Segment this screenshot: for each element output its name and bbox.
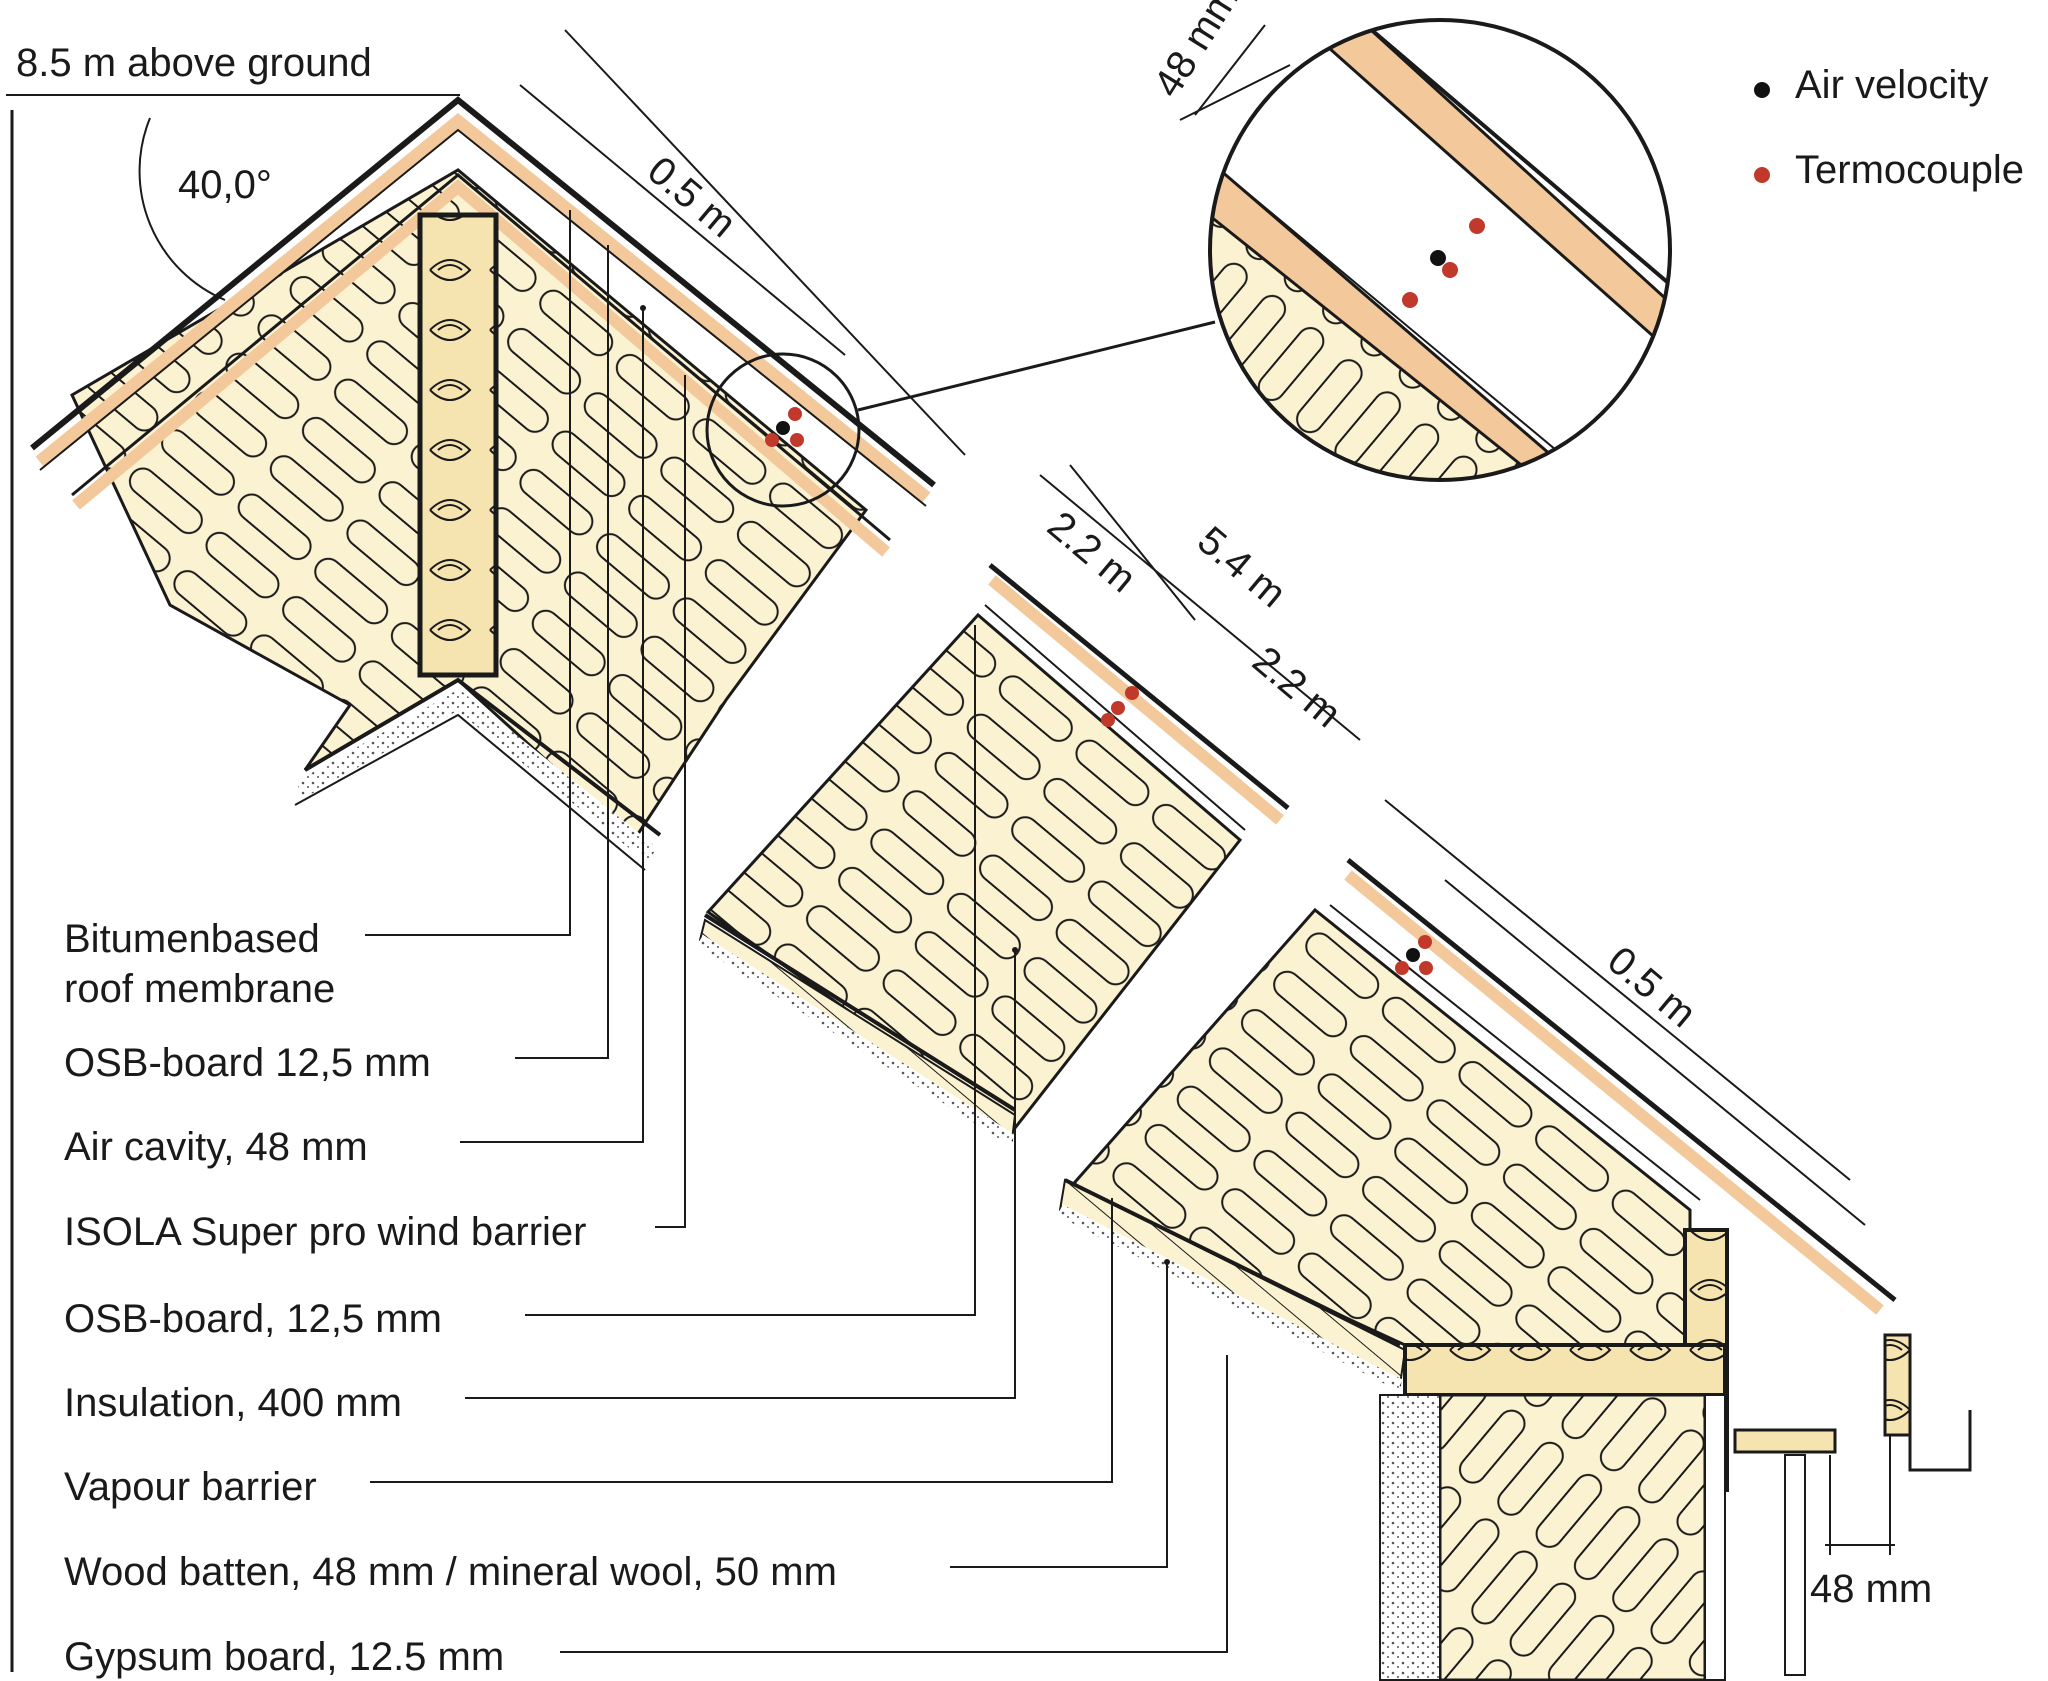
middle-osb-outer (988, 575, 1284, 825)
label-air-cavity: Air cavity, 48 mm (64, 1125, 368, 1169)
zoom-sensor-thermocouple (1469, 218, 1485, 234)
sensor-thermocouple (790, 433, 804, 447)
zoom-sensor-air-velocity (1430, 250, 1446, 266)
label-roof-membrane: Bitumenbased (64, 917, 320, 961)
layer-labels: Bitumenbased roof membrane OSB-board 12,… (64, 210, 1228, 1679)
angle-label: 40,0° (178, 163, 272, 207)
label-wood-batten: Wood batten, 48 mm / mineral wool, 50 mm (64, 1550, 837, 1594)
label-roof-membrane-2: roof membrane (64, 967, 335, 1011)
eave-rafter-tail (1883, 1333, 1912, 1437)
eave-osb-outer (1344, 870, 1884, 1315)
eave-gap-dimension: 48 mm (1810, 1567, 1932, 1611)
eave-insulation (1065, 907, 1692, 1347)
zoom-osb-lower (1210, 167, 1585, 480)
zoom-detail: 48 mm (1145, 0, 1672, 482)
ridge-roof-membrane (30, 96, 936, 488)
legend-air-velocity-dot (1754, 82, 1770, 98)
sensor-thermocouple (1125, 686, 1139, 700)
ridge-beam (417, 212, 499, 678)
zoom-gap-dimension: 48 mm (1145, 0, 1247, 105)
zoom-sensor-thermocouple (1402, 292, 1418, 308)
eave-section: 48 mm (1057, 858, 1972, 1681)
zoom-sensor-thermocouple (1442, 262, 1458, 278)
eave-top-plate (1403, 1343, 1727, 1397)
eave-fascia (1733, 1428, 1837, 1454)
angle-arc (138, 117, 226, 301)
height-note: 8.5 m above ground (16, 41, 372, 85)
sensor-thermocouple (1111, 701, 1125, 715)
ridge-osb-inner (72, 179, 890, 557)
ridge-wind-barrier (71, 173, 891, 542)
label-gypsum-board: Gypsum board, 12.5 mm (64, 1635, 504, 1679)
mid-right-dimension: 2.2 m (1244, 638, 1349, 736)
height-indicator: 8.5 m above ground 40,0° (6, 41, 460, 1672)
sensor-thermocouple (788, 407, 802, 421)
mid-total-dimension: 5.4 m (1189, 518, 1294, 616)
ridge-vapour-barrier (303, 677, 662, 837)
label-insulation: Insulation, 400 mm (64, 1381, 402, 1425)
ridge-section (30, 96, 1216, 871)
legend: Air velocity Termocouple (1754, 63, 2024, 192)
sensor-air-velocity (1406, 948, 1420, 962)
wall-insulation (1438, 1393, 1707, 1681)
zoom-target-ring (705, 352, 861, 508)
label-osb-board-inner: OSB-board, 12,5 mm (64, 1297, 442, 1341)
label-vapour-barrier: Vapour barrier (64, 1465, 317, 1509)
gutter (1908, 1410, 1972, 1472)
label-roof-membrane-line1: Bitumenbased (64, 917, 320, 961)
ridge-osb-outer (35, 112, 931, 504)
middle-vapour-barrier (703, 913, 1017, 1112)
legend-thermocouple-dot (1754, 167, 1770, 183)
legend-thermocouple: Termocouple (1795, 148, 2024, 192)
legend-air-velocity: Air velocity (1795, 63, 1988, 107)
sensor-air-velocity (776, 421, 790, 435)
sensor-thermocouple (765, 433, 779, 447)
sensor-thermocouple (1419, 961, 1433, 975)
label-osb-board-outer: OSB-board 12,5 mm (64, 1041, 431, 1085)
sensor-thermocouple (1101, 713, 1115, 727)
label-wind-barrier: ISOLA Super pro wind barrier (64, 1210, 586, 1254)
eave-vapour-barrier (1064, 1178, 1401, 1347)
sensor-thermocouple (1395, 961, 1409, 975)
label-roof-membrane-line2: roof membrane (64, 967, 335, 1011)
sensor-thermocouple (1418, 935, 1432, 949)
